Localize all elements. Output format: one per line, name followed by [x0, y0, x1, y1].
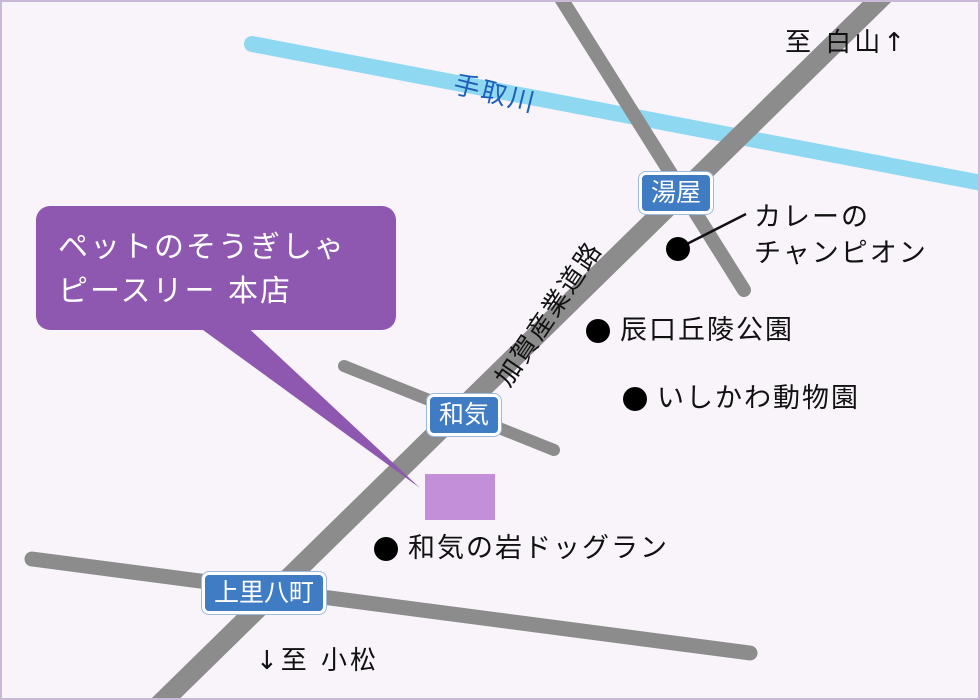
store-callout: ペットのそうぎしゃ ピースリー 本店 [36, 206, 396, 330]
store-location-marker [425, 474, 495, 520]
landmark-dot [586, 318, 610, 343]
curry-dot [666, 237, 690, 261]
landmark-dot [623, 386, 647, 411]
river-line [244, 36, 978, 191]
landmark-tatsunokuchi-park-label: 辰口丘陵公園 [620, 315, 794, 346]
landmark-ishikawa-zoo: いしかわ動物園 [623, 385, 860, 412]
direction-north-label: 至 白山↑ [785, 28, 909, 58]
landmark-curry-line2: チャンピオン [754, 238, 928, 270]
landmark-wake-dogrun-label: 和気の岩ドッグラン [408, 533, 669, 564]
road-diagonal-yuya [555, 2, 751, 297]
landmark-curry-champion: カレーの チャンピオン [754, 200, 928, 273]
landmark-dot [374, 536, 398, 561]
curry-leader-line [676, 212, 747, 251]
store-name-line1: ペットのそうぎしゃ [58, 230, 346, 265]
store-name-line2: ピースリー 本店 [58, 273, 293, 309]
landmark-ishikawa-zoo-label: いしかわ動物園 [657, 383, 860, 414]
landmark-tatsunokuchi-park: 辰口丘陵公園 [586, 317, 794, 344]
landmark-wake-dogrun: 和気の岩ドッグラン [374, 535, 669, 562]
landmark-curry-line1: カレーの [754, 202, 870, 233]
junction-kamisatohachimachi: 上里八町 [202, 572, 327, 614]
junction-yuya: 湯屋 [639, 172, 714, 214]
callout-pointer [192, 322, 420, 488]
direction-south-label: ↓至 小松 [256, 646, 380, 676]
junction-wake: 和気 [427, 394, 502, 436]
road-kamisatohachimachi [24, 551, 758, 661]
